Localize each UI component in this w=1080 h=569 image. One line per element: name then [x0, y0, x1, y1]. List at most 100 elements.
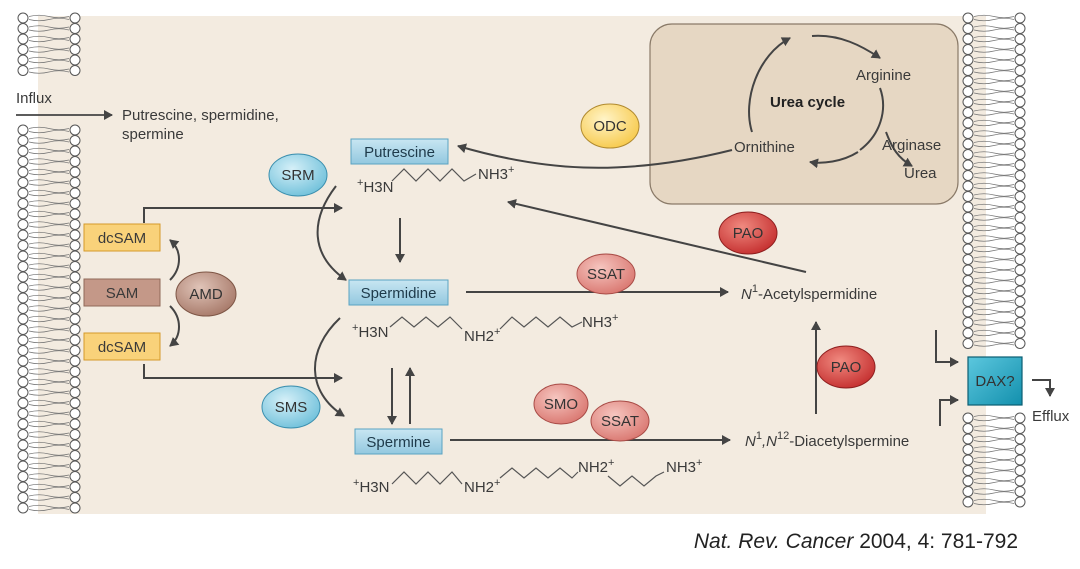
lipid-tail: [973, 298, 1015, 305]
lipid-tail: [28, 168, 70, 176]
lipid-head: [69, 44, 81, 55]
lipid-head: [962, 107, 974, 118]
arginase-label: Arginase: [882, 137, 941, 154]
lipid-head: [962, 327, 974, 339]
lipid-head: [962, 117, 974, 129]
lipid-tail: [28, 137, 70, 144]
srm-label: SRM: [281, 167, 314, 184]
lipid-head: [1014, 128, 1026, 139]
lipid-head: [17, 145, 29, 157]
lipid-head: [962, 138, 974, 150]
lipid-head: [17, 418, 29, 430]
sms-enzyme: [261, 385, 321, 429]
odc-label: ODC: [593, 118, 627, 135]
lipid-head: [17, 156, 29, 167]
lipid-head: [17, 345, 29, 356]
srm-arrow: [316, 185, 347, 281]
chem-label: +H3N: [353, 477, 389, 496]
chem-label: NH3+: [478, 164, 514, 183]
sam-box: [83, 278, 161, 307]
lipid-head: [17, 429, 29, 440]
lipid-tail: [28, 336, 70, 344]
lipid-head: [1014, 327, 1026, 339]
lipid-head: [69, 219, 81, 230]
lipid-tail: [28, 483, 70, 491]
lipid-head: [962, 212, 974, 223]
lipid-head: [1014, 86, 1026, 97]
lipid-head: [1014, 44, 1026, 55]
ssat-bottom-label: SSAT: [601, 413, 639, 430]
lipid-head: [69, 460, 81, 472]
lipid-head: [962, 54, 974, 66]
srm-enzyme: [268, 153, 328, 197]
lipid-tail: [973, 214, 1015, 221]
lipid-head: [962, 180, 974, 192]
lipid-head: [962, 86, 974, 97]
lipid-head: [17, 23, 29, 34]
lipid-tail: [973, 172, 1015, 179]
lipid-tail: [973, 67, 1015, 74]
lipid-head: [69, 439, 81, 451]
diacetylspermine-label: N1,N12-Diacetylspermine: [745, 430, 909, 450]
lipid-tail: [28, 252, 70, 260]
lipid-head: [69, 324, 81, 335]
lipid-head: [962, 149, 974, 160]
lipid-head: [69, 33, 81, 45]
urea-cycle-compartment: [649, 23, 959, 205]
lipid-tail: [973, 151, 1015, 158]
lipid-tail: [973, 425, 1015, 432]
lipid-head: [962, 454, 974, 466]
efflux-label: Efflux: [1032, 408, 1070, 425]
lipid-tail: [973, 56, 1015, 64]
dcsam-bottom-label: dcSAM: [98, 339, 146, 356]
lipid-tail: [973, 98, 1015, 106]
acetylspermidine-to-dax-arrow: [935, 330, 959, 367]
lipid-head: [1014, 107, 1026, 118]
lipid-head: [1014, 306, 1026, 318]
lipid-head: [962, 75, 974, 87]
lipid-head: [17, 303, 29, 314]
urea-cycle-title: Urea cycle: [770, 94, 845, 111]
chem-label: +H3N: [352, 322, 388, 341]
lipid-head: [17, 208, 29, 220]
lipid-head: [17, 135, 29, 146]
urea-label: Urea: [904, 165, 937, 182]
lipid-head: [17, 219, 29, 230]
ssat-top-enzyme: [576, 253, 636, 295]
lipid-head: [69, 240, 81, 251]
lipid-head: [962, 44, 974, 55]
spermidine-structure-labels: +H3N NH2+ NH3+: [352, 312, 618, 345]
lipid-head: [962, 475, 974, 487]
dax-transporter: [967, 356, 1023, 406]
pao-mid-label: PAO: [831, 359, 862, 376]
lipid-head: [69, 145, 81, 157]
lipid-head: [962, 496, 974, 508]
lipid-head: [962, 233, 974, 244]
lipid-tail: [973, 235, 1015, 242]
lipid-head: [1014, 117, 1026, 129]
smo-enzyme: [533, 383, 589, 425]
lipid-head: [1014, 275, 1026, 286]
lipid-head: [1014, 486, 1026, 497]
lipid-head: [69, 12, 81, 24]
lipid-tail: [28, 67, 70, 74]
lipid-tail: [28, 326, 70, 333]
lipid-tail: [28, 494, 70, 501]
lipid-tail: [28, 158, 70, 165]
lipid-head: [962, 12, 974, 24]
lipid-head: [69, 208, 81, 220]
ssat-bottom-enzyme: [590, 400, 650, 442]
putrescine-structure: [391, 168, 477, 182]
lipid-head: [69, 387, 81, 398]
lipid-head: [17, 44, 29, 55]
lipid-head: [962, 128, 974, 139]
lipid-tail: [28, 410, 70, 417]
lipid-head: [17, 292, 29, 304]
lipid-head: [69, 135, 81, 146]
lipid-head: [17, 460, 29, 472]
lipid-tail: [28, 294, 70, 302]
lipid-head: [1014, 285, 1026, 297]
lipid-tail: [973, 340, 1015, 347]
ssat-top-label: SSAT: [587, 266, 625, 283]
